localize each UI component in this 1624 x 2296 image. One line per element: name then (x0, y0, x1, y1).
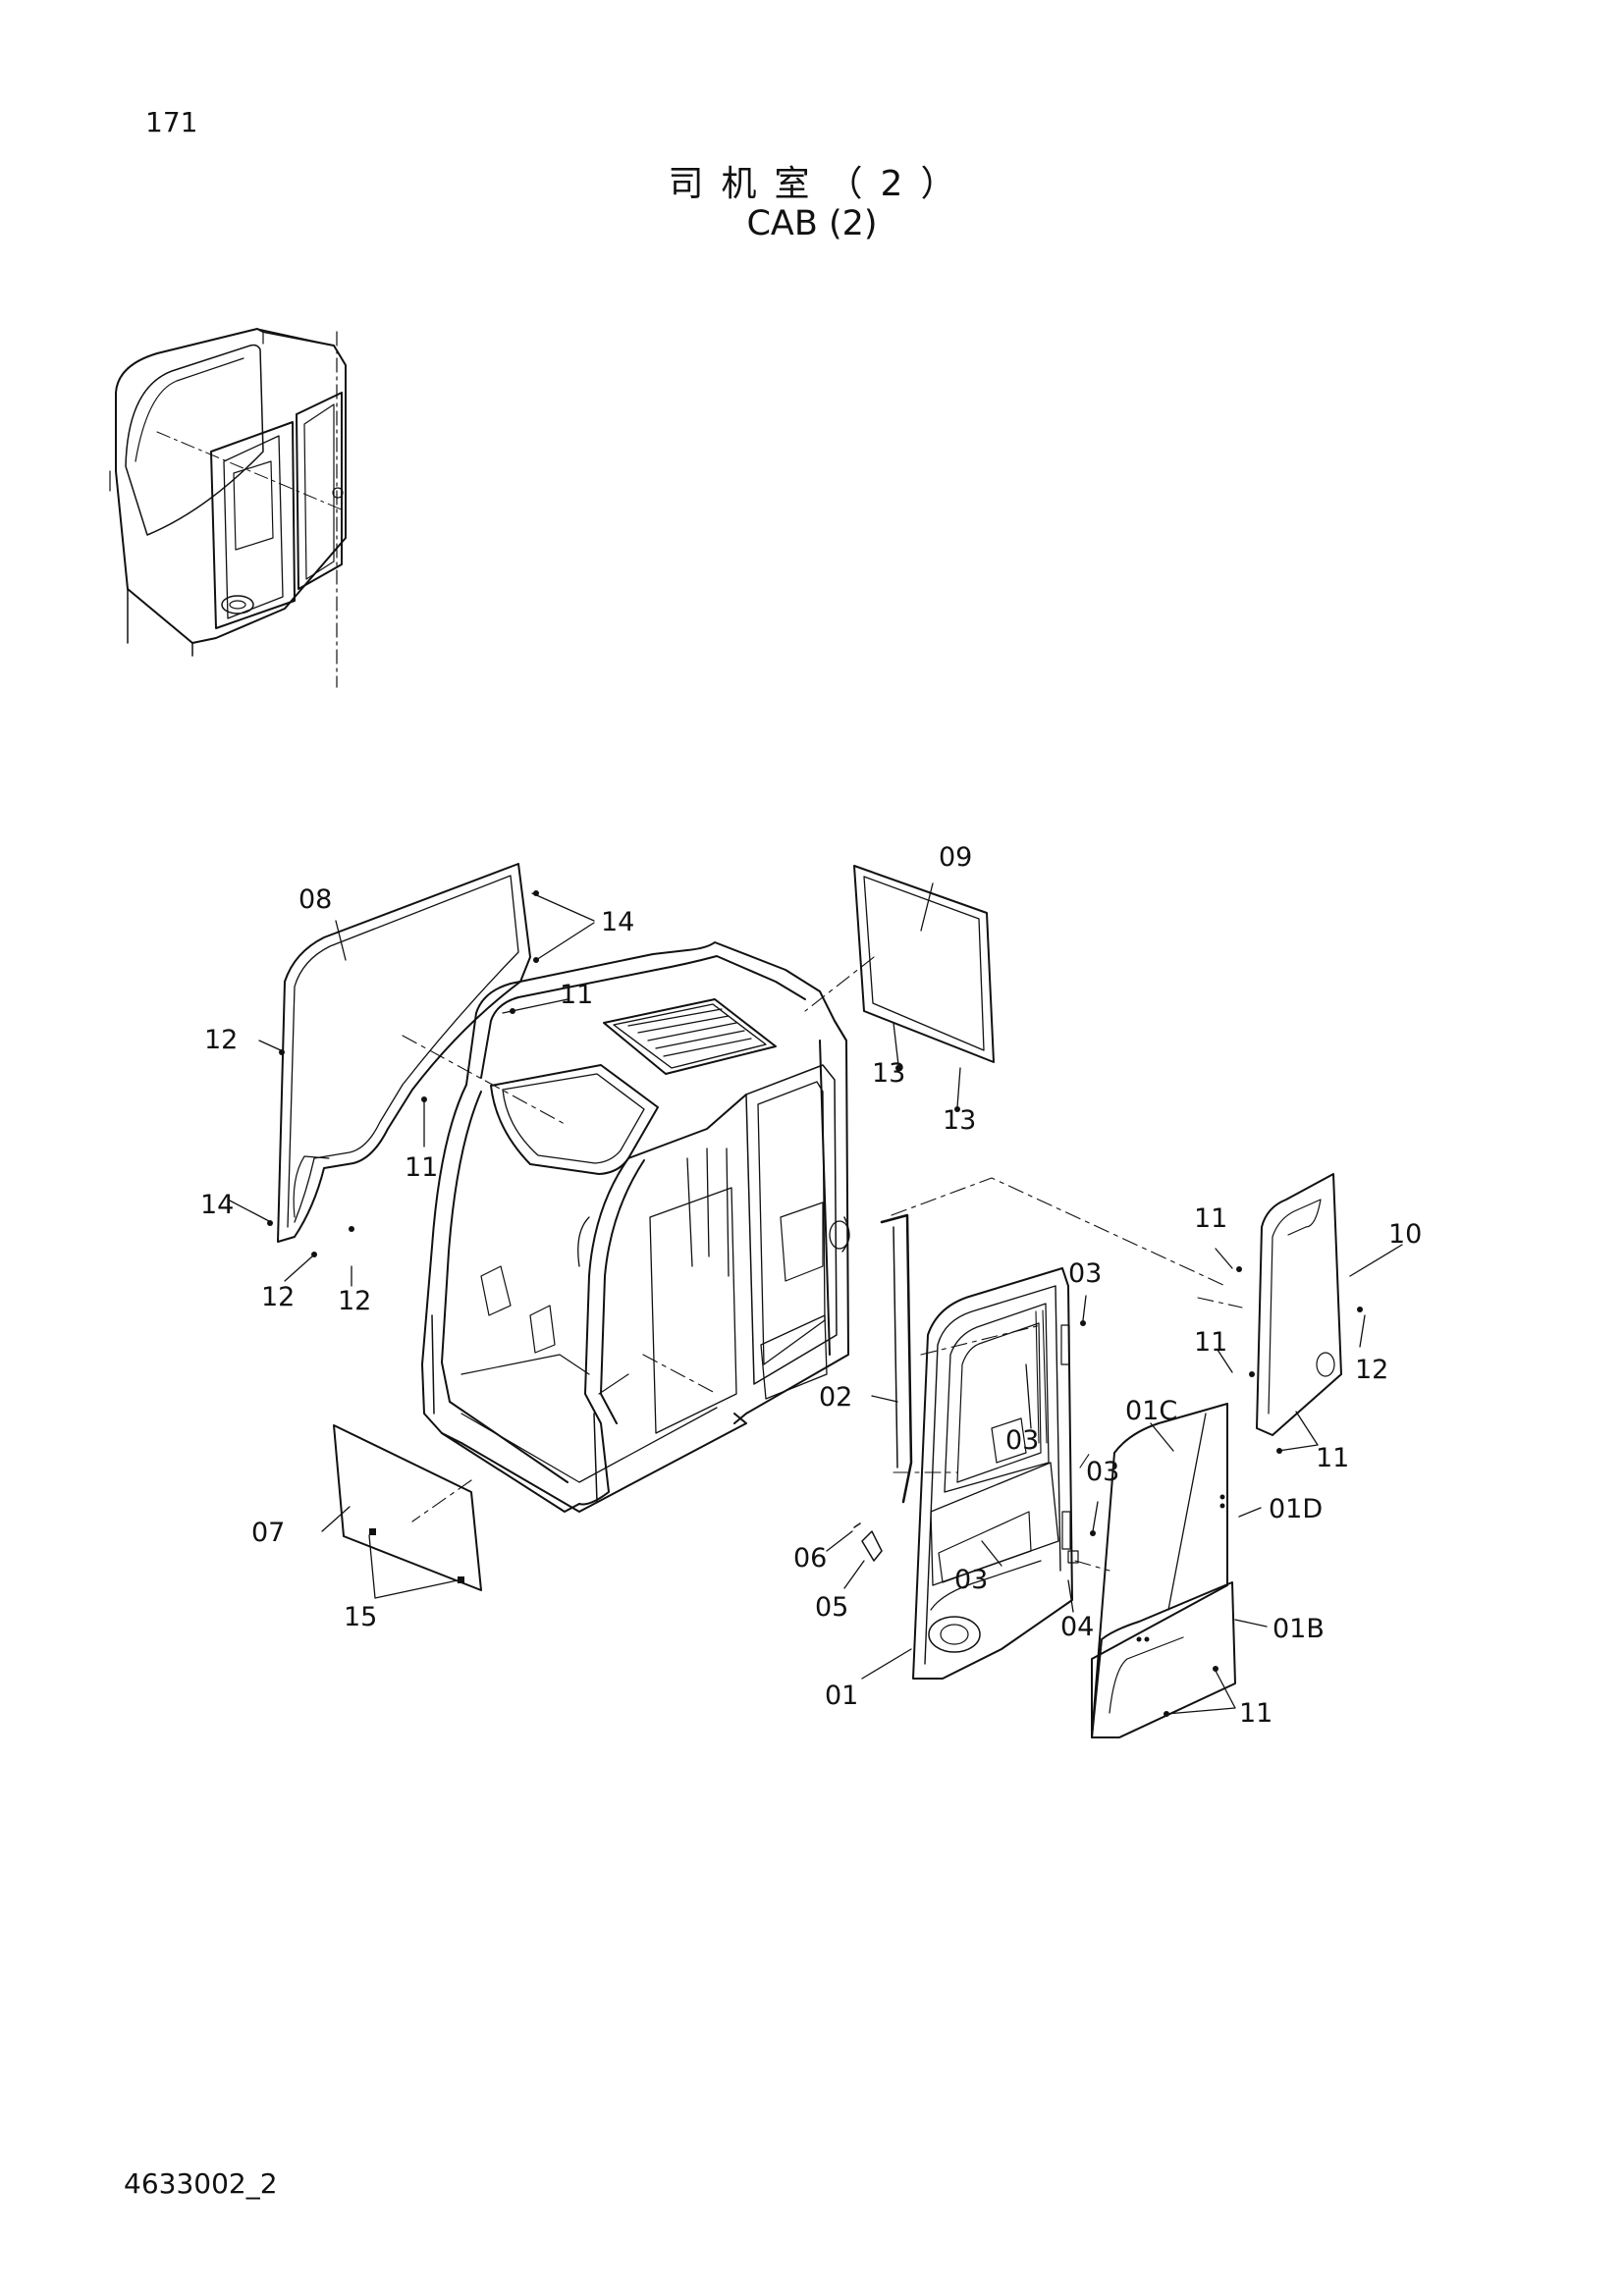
callout-01c: 01C (1125, 1396, 1177, 1426)
callout-08: 08 (298, 884, 332, 915)
callout-02: 02 (819, 1382, 852, 1413)
callout-01b: 01B (1272, 1614, 1325, 1644)
lower-glass-part-07 (333, 1424, 482, 1591)
page-title-chinese: 司机室（2） (668, 164, 974, 204)
callout-15: 15 (344, 1602, 377, 1632)
page-title-english: CAB (2) (746, 204, 878, 243)
fastener-dots (267, 890, 1363, 1717)
callout-11-center: 11 (405, 1152, 438, 1183)
document-code: 4633002_2 (124, 2167, 278, 2200)
callout-05: 05 (815, 1592, 848, 1623)
callout-06: 06 (793, 1543, 827, 1574)
callout-11-rear-bottom: 11 (1316, 1443, 1349, 1473)
door-assembly-part-01 (912, 1267, 1079, 1680)
weather-strip-part-02 (880, 1213, 913, 1504)
callout-11-rear-mid: 11 (1194, 1327, 1227, 1358)
callout-12-bottom: 12 (338, 1286, 371, 1316)
roof-window-part-09 (853, 865, 995, 1063)
callout-01d: 01D (1269, 1494, 1323, 1524)
callout-14-top: 14 (601, 907, 634, 937)
callout-07: 07 (251, 1518, 285, 1548)
callout-14-left: 14 (200, 1190, 234, 1220)
callout-11-top: 11 (560, 980, 593, 1010)
callout-03-bottom: 03 (954, 1565, 988, 1595)
callout-03-mid: 03 (1005, 1425, 1039, 1456)
callout-09: 09 (939, 842, 972, 873)
callout-labels: 08 14 11 12 11 14 12 12 09 13 13 10 11 1… (200, 842, 1422, 1729)
overview-cab-thumbnail (109, 328, 347, 688)
callout-01: 01 (825, 1681, 858, 1711)
callout-10: 10 (1388, 1219, 1422, 1250)
latch-parts-05-06 (853, 1522, 883, 1562)
callout-11-door-glass: 11 (1239, 1698, 1272, 1729)
callout-04: 04 (1060, 1612, 1094, 1642)
door-glass-part-01b (1091, 1581, 1236, 1738)
cab-main-body (421, 941, 850, 1513)
callout-03-right: 03 (1086, 1457, 1119, 1487)
door-glass-part-01c (1091, 1403, 1228, 1738)
callout-12-left: 12 (204, 1025, 238, 1055)
callout-12-rear: 12 (1355, 1355, 1388, 1385)
callout-12-bottom-left: 12 (261, 1282, 295, 1312)
callout-03-top: 03 (1068, 1258, 1102, 1289)
front-windshield-part-08 (277, 863, 531, 1243)
page-number: 171 (145, 106, 198, 138)
callout-13-right: 13 (943, 1105, 976, 1136)
callout-13-left: 13 (872, 1058, 905, 1089)
rear-window-part-10 (1256, 1173, 1342, 1436)
callout-11-rear-top: 11 (1194, 1203, 1227, 1234)
